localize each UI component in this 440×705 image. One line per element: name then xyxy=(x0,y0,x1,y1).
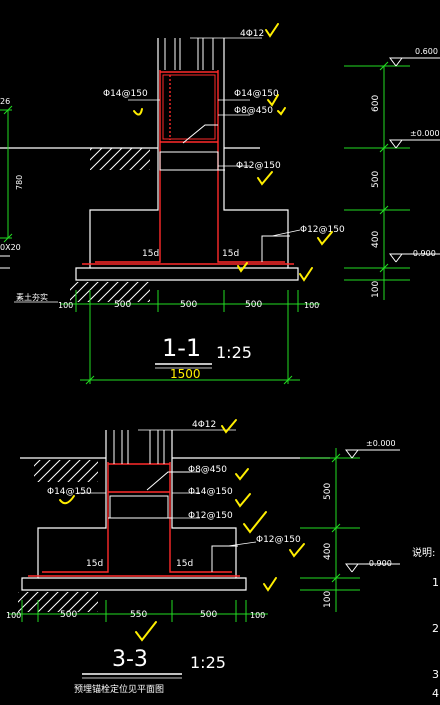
rebar-right-label-1: Φ14@150 xyxy=(234,89,279,99)
check-marks-3 xyxy=(59,419,305,642)
check-icon xyxy=(133,108,143,116)
check-icon xyxy=(289,543,305,558)
rebar-1 xyxy=(82,70,294,265)
leaders-1 xyxy=(128,37,301,237)
check-icon xyxy=(265,23,279,38)
elev-top-3: ±0.000 xyxy=(366,439,396,448)
section-1-1: 4Φ12 Φ14@150 Φ14@150 Φ8@450 Φ12@150 Φ12@… xyxy=(0,23,440,385)
check-icon xyxy=(263,577,277,592)
horizontal-dims-1 xyxy=(60,290,320,385)
dim-b1-1: 100 xyxy=(58,301,73,310)
rebar-3 xyxy=(28,462,240,577)
vertical-dims-3 xyxy=(300,448,360,612)
elev-base-3: -0.900 xyxy=(366,559,392,568)
stirrup-label-3: Φ8@450 xyxy=(188,465,227,475)
dim-600-1: 600 xyxy=(371,95,381,112)
dim-b4-3: 500 xyxy=(200,610,217,620)
check-icon xyxy=(235,493,251,508)
section-title-1: 1-1 xyxy=(162,334,201,362)
soil-hatch-3a xyxy=(34,460,98,482)
frag-dim-26: 26 xyxy=(0,97,10,106)
rebar-top-label-1: 4Φ12 xyxy=(240,29,264,39)
dim-b4-1: 500 xyxy=(245,300,262,310)
dim-500-1: 500 xyxy=(371,171,381,188)
rebar-top-label-3: 4Φ12 xyxy=(192,420,216,430)
rebar-left-label-1: Φ14@150 xyxy=(103,89,148,99)
rebar-left-label-3: Φ14@150 xyxy=(47,487,92,497)
check-icon xyxy=(59,495,75,505)
check-icon xyxy=(257,171,273,186)
frag-dim-x20: 0X20 xyxy=(0,243,21,252)
elevation-markers-3 xyxy=(345,449,400,573)
dim-500-3: 500 xyxy=(323,483,333,500)
elevation-markers-1 xyxy=(389,57,440,263)
note-3: 3 xyxy=(432,668,439,681)
soil-hatch-3b xyxy=(18,592,98,612)
rebar-mid-label-3: Φ12@150 xyxy=(188,511,233,521)
rebar-mid-label-1: Φ12@150 xyxy=(236,161,281,171)
dim-400-3: 400 xyxy=(323,543,333,560)
horizontal-dims-3 xyxy=(8,600,268,622)
dim-b1-3: 100 xyxy=(6,611,21,620)
check-icon xyxy=(135,621,157,642)
section-note-3: 预埋锚栓定位见平面图 xyxy=(74,683,164,695)
section-title-3: 3-3 xyxy=(112,647,148,672)
check-icon xyxy=(267,94,279,107)
notes: 说明: 1 2 3 4 xyxy=(412,546,439,700)
soil-note-1: 素土夯实 xyxy=(16,292,48,302)
anchor-bolts-3 xyxy=(108,430,238,572)
elev-top-1: 0.600 xyxy=(415,47,438,56)
leaders-3 xyxy=(78,429,257,547)
check-icon xyxy=(235,468,249,481)
check-marks-1 xyxy=(133,23,333,282)
note-1: 1 xyxy=(432,576,439,589)
note-4: 4 xyxy=(432,687,439,700)
frag-dim-780: 780 xyxy=(15,175,24,190)
soil-hatch-1b xyxy=(70,282,150,302)
dim-b3-3: 550 xyxy=(130,610,147,620)
check-icon xyxy=(243,511,267,534)
rebar-footing-label-1: Φ12@150 xyxy=(300,225,345,235)
check-icon xyxy=(221,419,237,434)
elev-ground-1: ±0.000 xyxy=(410,129,440,138)
check-icon xyxy=(277,107,286,116)
elev-base-1: -0.900 xyxy=(410,249,436,258)
dim-b3-1: 500 xyxy=(180,300,197,310)
concrete-outline-1 xyxy=(0,38,299,281)
check-icon xyxy=(317,231,333,246)
section-scale-3: 1:25 xyxy=(190,653,226,672)
anchor-right-label-1: 15d xyxy=(222,249,239,259)
total-width-1: 1500 xyxy=(170,367,201,381)
note-2: 2 xyxy=(432,622,439,635)
section-3-3: 4Φ12 Φ8@450 Φ14@150 Φ14@150 Φ12@150 Φ12@… xyxy=(6,419,400,695)
vertical-dims-1 xyxy=(344,61,410,300)
dim-b5-3: 100 xyxy=(250,611,265,620)
dim-400-1: 400 xyxy=(371,231,381,248)
rebar-right-label-3: Φ14@150 xyxy=(188,487,233,497)
stirrup-label-1: Φ8@450 xyxy=(234,106,273,116)
dim-b5-1: 100 xyxy=(304,301,319,310)
concrete-outline-3 xyxy=(20,430,330,591)
dim-b2-3: 500 xyxy=(60,610,77,620)
rebar-footing-label-3: Φ12@150 xyxy=(256,535,301,545)
anchor-left-label-3: 15d xyxy=(86,559,103,569)
check-icon xyxy=(237,262,248,273)
notes-heading: 说明: xyxy=(412,546,435,559)
soil-hatch-1a xyxy=(90,148,150,170)
dim-b2-1: 500 xyxy=(114,300,131,310)
check-icon xyxy=(299,267,313,282)
section-scale-1: 1:25 xyxy=(216,343,252,362)
dim-100-1: 100 xyxy=(371,281,381,298)
anchor-left-label-1: 15d xyxy=(142,249,159,259)
left-fragment: 26 780 0X20 xyxy=(0,97,24,269)
anchor-right-label-3: 15d xyxy=(176,559,193,569)
anchor-bolts-1 xyxy=(159,38,290,262)
dim-100-3: 100 xyxy=(323,591,333,608)
